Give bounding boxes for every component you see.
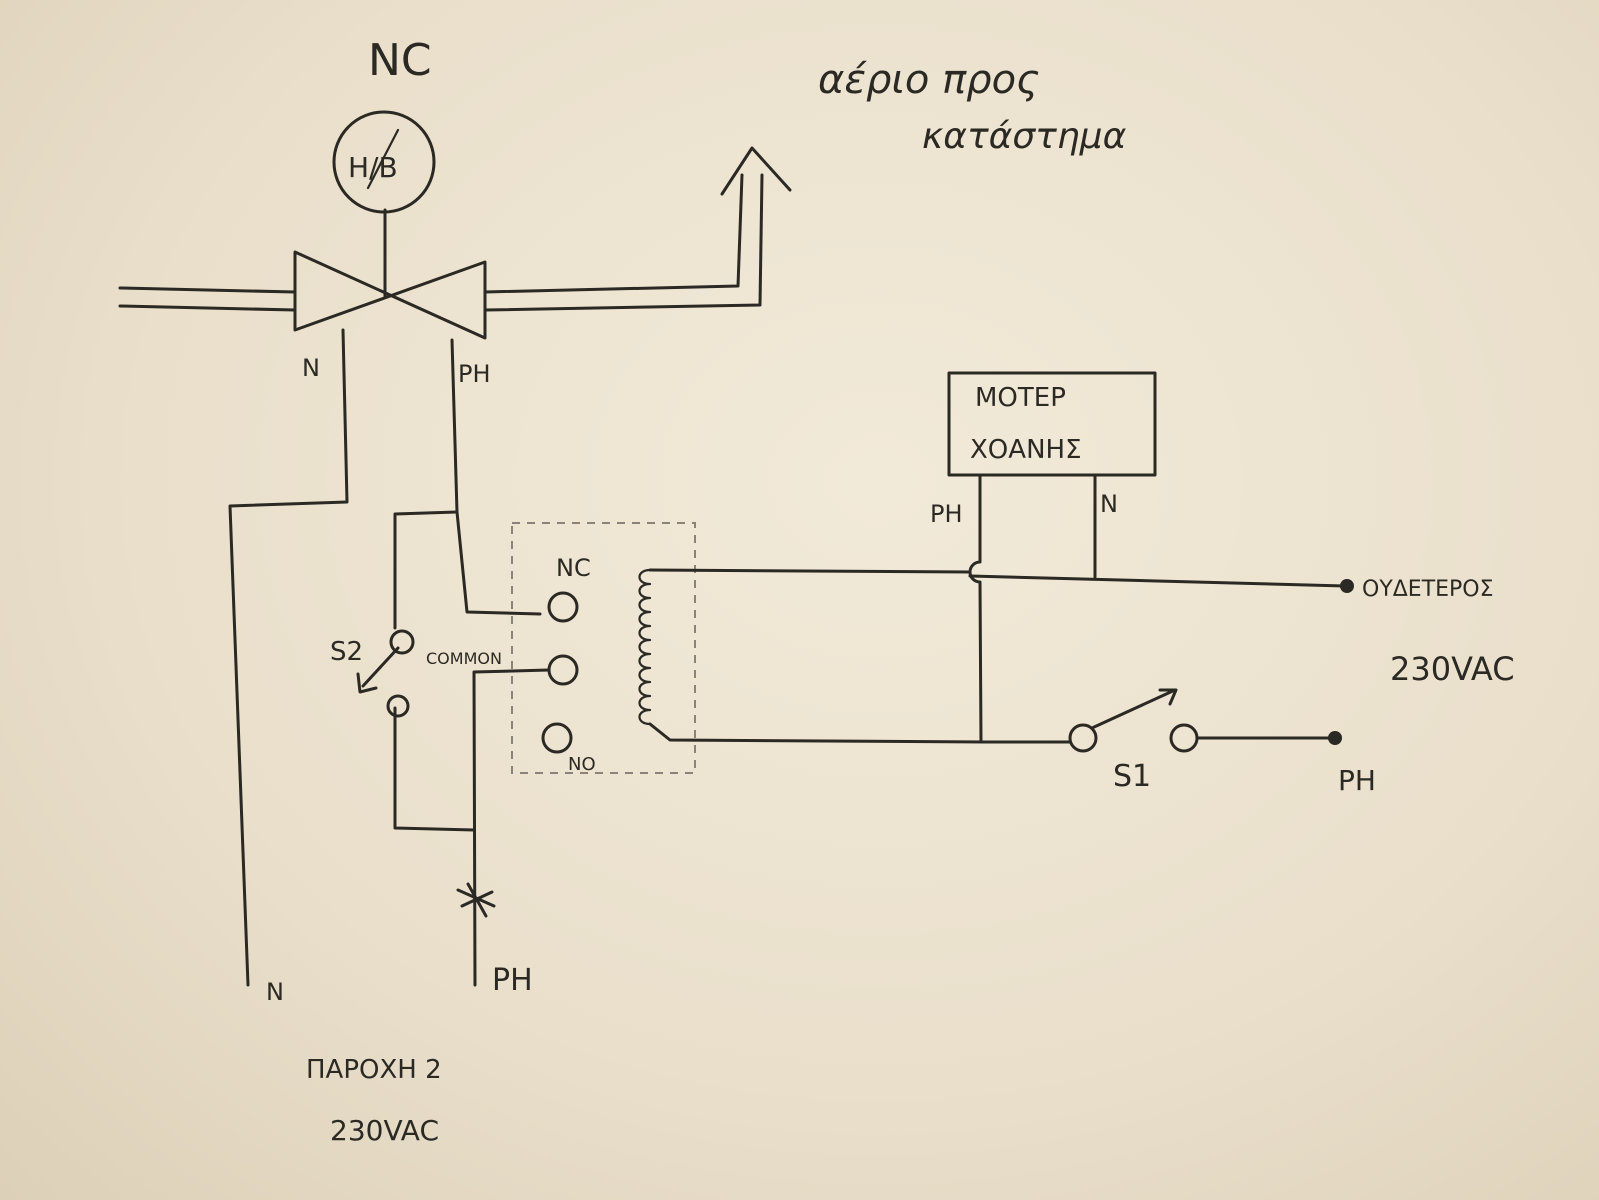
motor-box xyxy=(947,371,1157,477)
right-supply-label: 230VAC xyxy=(1390,650,1515,688)
valve-type-label: NC xyxy=(368,35,432,86)
gas-label-line-2: κατάστημα xyxy=(922,116,1127,157)
relay-enclosure xyxy=(511,522,696,774)
solenoid-valve xyxy=(118,146,792,340)
supply2-label-line-2: 230VAC xyxy=(330,1114,439,1147)
valve-phase-label: PH xyxy=(458,360,491,388)
phase-terminal-label: PH xyxy=(1338,764,1376,797)
motor-phase-label: PH xyxy=(930,500,963,528)
supply2-wires xyxy=(393,668,551,987)
valve-neutral-label: N xyxy=(302,354,320,382)
neutral-terminal-dot xyxy=(1340,579,1354,593)
gas-label-line-1: αέριο προς xyxy=(818,57,1040,103)
supply2-neutral-label: N xyxy=(266,978,284,1006)
relay-nc-contact xyxy=(547,591,579,623)
relay-nc-label: NC xyxy=(556,554,591,582)
supply2-label-line-1: ΠΑΡΟΧΗ 2 xyxy=(306,1055,442,1085)
relay-common-label: COMMON xyxy=(426,649,502,668)
switch-s1 xyxy=(983,688,1335,753)
motor-label-line-1: ΜΟΤΕΡ xyxy=(975,383,1066,413)
phase-terminal-dot xyxy=(1328,731,1342,745)
switch-s2-label: S2 xyxy=(330,637,363,667)
switch-s1-label: S1 xyxy=(1113,759,1151,794)
valve-coil-symbol xyxy=(332,110,436,214)
valve-symbol-label: H/B xyxy=(348,151,398,184)
motor-label-line-2: ΧΟΑΝΗΣ xyxy=(970,435,1082,465)
relay-coil xyxy=(638,568,987,744)
switch-s2 xyxy=(356,629,415,718)
supply2-phase-label: PH xyxy=(492,963,533,998)
motor-wires xyxy=(968,473,1347,744)
relay-no-contact xyxy=(541,722,573,754)
motor-neutral-label: N xyxy=(1100,490,1118,518)
relay-common-contact xyxy=(547,654,579,686)
valve-wires xyxy=(228,328,542,987)
neutral-terminal-label: ΟΥΔΕΤΕΡΟΣ xyxy=(1362,577,1494,602)
fuse-mark xyxy=(456,882,496,918)
relay-no-label: NO xyxy=(568,754,596,775)
